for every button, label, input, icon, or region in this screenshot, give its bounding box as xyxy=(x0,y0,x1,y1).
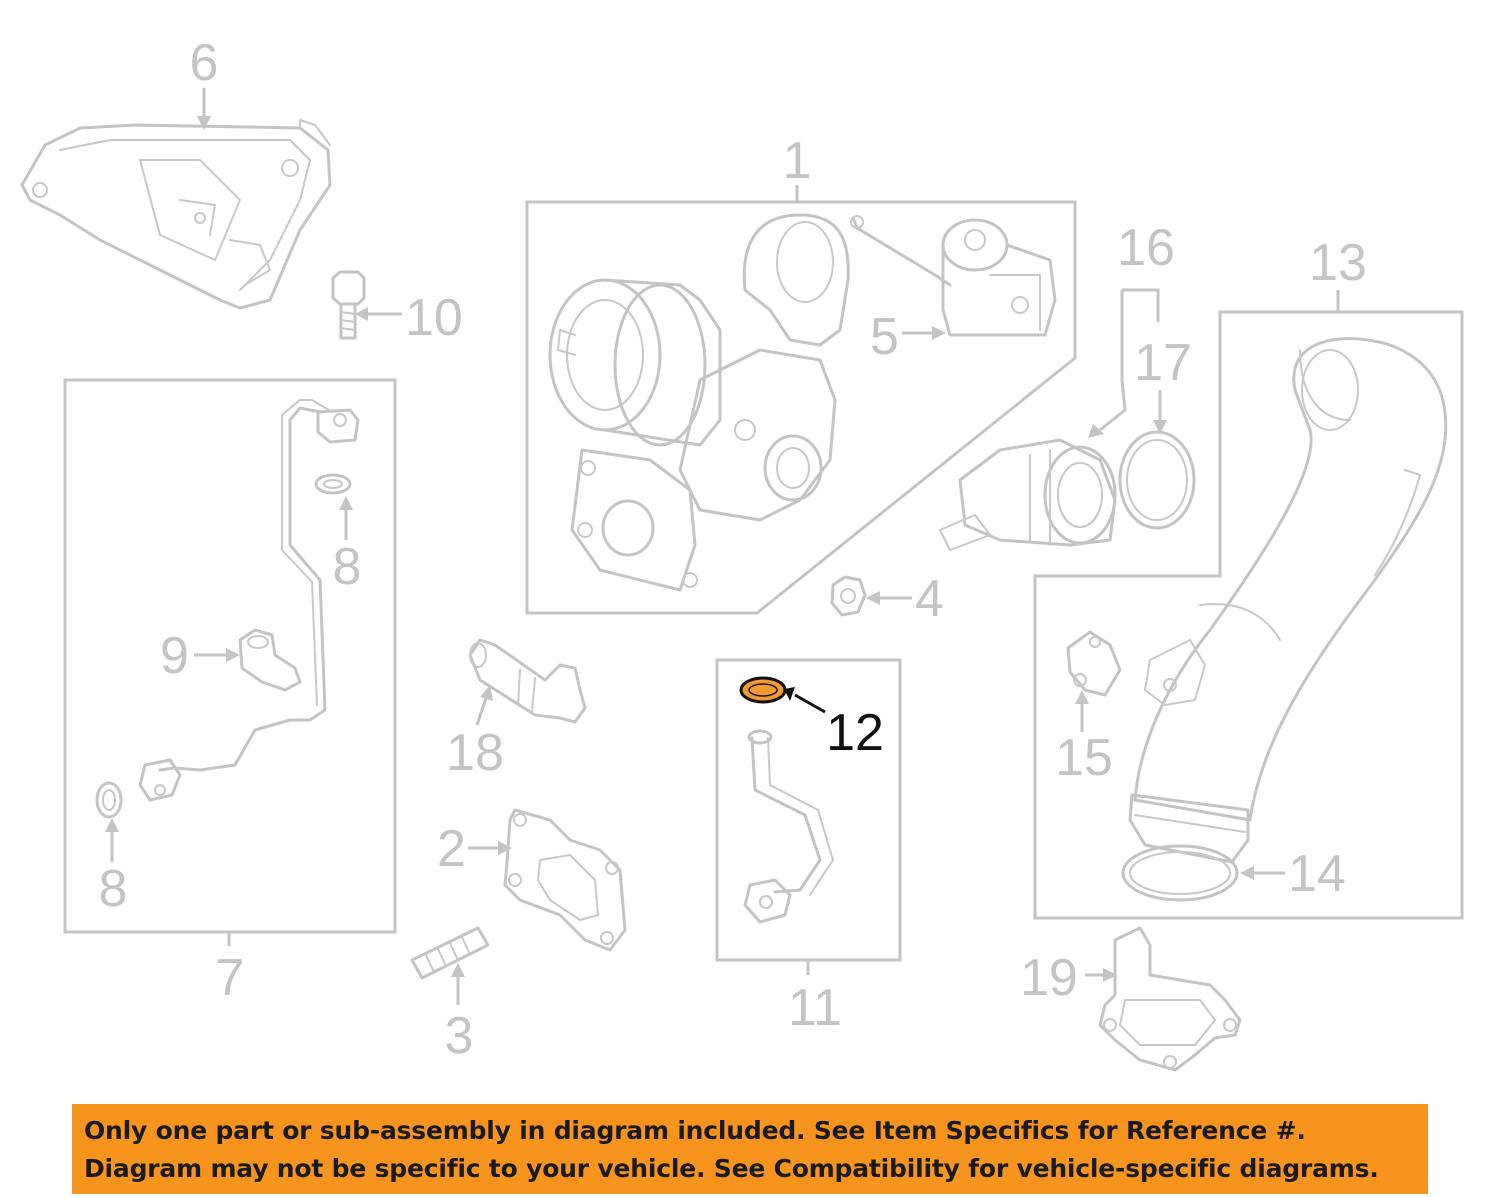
part-7-oil-feed-line xyxy=(138,399,360,802)
disclaimer-line-2: Diagram may not be specific to your vehi… xyxy=(84,1154,1379,1183)
assembly-13-box xyxy=(1033,310,1464,920)
part-3-stud xyxy=(410,926,490,980)
callout-18: 18 xyxy=(446,724,504,782)
part-6-heat-shield xyxy=(20,119,332,310)
part-17-seal xyxy=(1118,430,1196,530)
part-4-nut xyxy=(830,575,867,617)
callout-labels: 6 1 16 13 10 5 17 8 4 9 12 18 15 2 14 8 … xyxy=(99,34,1367,1065)
part-14-seal xyxy=(1121,844,1239,902)
callout-13: 13 xyxy=(1309,234,1367,292)
part-15-bracket xyxy=(1066,630,1122,697)
callout-1: 1 xyxy=(783,132,812,190)
callout-2: 2 xyxy=(437,820,466,878)
assembly-1-box xyxy=(525,200,1077,615)
callout-8-top: 8 xyxy=(333,538,362,596)
disclaimer-banner: Only one part or sub-assembly in diagram… xyxy=(72,1104,1428,1194)
part-9-bracket xyxy=(238,628,302,692)
part-18-sensor xyxy=(468,638,587,724)
callout-11: 11 xyxy=(788,979,842,1037)
callout-17: 17 xyxy=(1134,334,1192,392)
part-2-gasket xyxy=(503,808,627,952)
callout-3: 3 xyxy=(445,1007,474,1065)
callout-12: 12 xyxy=(826,704,884,762)
part-8-washer-top xyxy=(314,473,352,495)
part-5-actuator xyxy=(850,215,1057,337)
part-8-washer-bottom xyxy=(95,781,123,819)
part-16-inlet-pipe xyxy=(939,438,1117,551)
callout-6: 6 xyxy=(190,34,219,92)
callout-10: 10 xyxy=(405,289,463,347)
part-10-bolt xyxy=(331,270,366,340)
part-11-oil-return-line xyxy=(743,729,834,924)
leader-lines xyxy=(105,88,1340,1005)
callout-5: 5 xyxy=(870,308,899,366)
callout-15: 15 xyxy=(1055,729,1113,787)
part-19-bracket xyxy=(1098,926,1242,1072)
part-13-charge-air-hose xyxy=(1128,337,1448,864)
part-1-turbocharger xyxy=(548,213,850,592)
disclaimer-line-1: Only one part or sub-assembly in diagram… xyxy=(84,1116,1306,1145)
callout-19: 19 xyxy=(1020,949,1078,1007)
callout-7: 7 xyxy=(216,949,245,1007)
part-12-seal-highlighted xyxy=(739,676,787,704)
callout-14: 14 xyxy=(1288,845,1346,903)
callout-16: 16 xyxy=(1117,219,1175,277)
callout-9: 9 xyxy=(160,627,189,685)
callout-8-bottom: 8 xyxy=(99,860,128,918)
callout-4: 4 xyxy=(915,570,944,628)
